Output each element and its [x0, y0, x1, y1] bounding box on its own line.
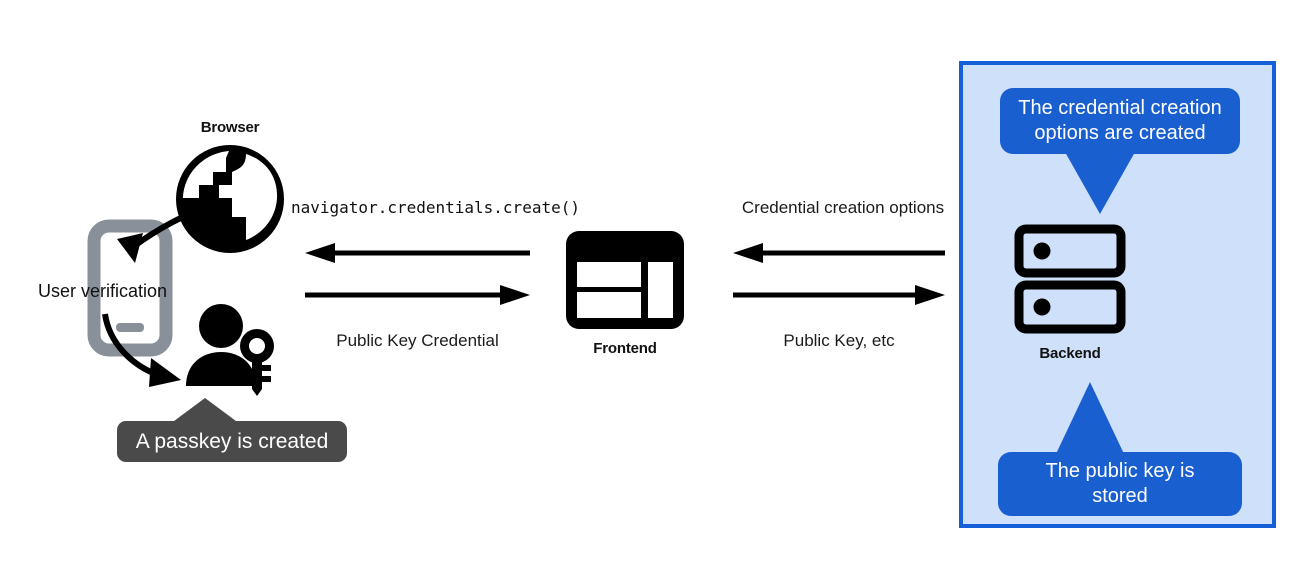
callout-top-line2: options are created: [1034, 122, 1206, 144]
callout-top-pointer: [1065, 152, 1135, 214]
flow-label-public-key-etc: Public Key, etc: [783, 331, 895, 350]
arrow-frontend-to-browser: [305, 243, 530, 263]
tooltip-passkey-created: A passkey is created: [117, 421, 347, 462]
callout-credential-creation-options: The credential creation options are crea…: [1000, 88, 1240, 154]
arrow-browser-to-frontend: [305, 285, 530, 305]
callout-top-line1: The credential creation: [1018, 97, 1222, 120]
tooltip-pointer: [170, 398, 240, 424]
callout-bottom-pointer: [1055, 382, 1125, 456]
smartphone-icon: [87, 219, 173, 357]
callout-bottom-line1: The public key is: [1045, 460, 1195, 483]
arrow-backend-to-frontend: [733, 243, 945, 263]
globe-icon: [176, 145, 284, 253]
callout-bottom-line2: stored: [1092, 485, 1148, 507]
browser-label: Browser: [200, 119, 260, 136]
flow-label-public-key-credential: Public Key Credential: [336, 331, 499, 350]
callout-public-key-stored: The public key is stored: [998, 452, 1242, 516]
flow-label-navigator-create: navigator.credentials.create(): [291, 198, 580, 217]
server-icon: [1014, 224, 1126, 334]
frontend-label: Frontend: [593, 340, 657, 357]
arrow-device-to-user: [102, 313, 181, 387]
user-verification-label: User verification: [38, 281, 168, 301]
flow-label-credential-creation-options: Credential creation options: [741, 198, 945, 217]
web-layout-icon: [566, 231, 684, 329]
backend-label: Backend: [1039, 345, 1101, 362]
user-with-key-icon: [186, 304, 274, 396]
arrow-browser-to-device: [117, 200, 218, 263]
arrow-frontend-to-backend: [733, 285, 945, 305]
tooltip-passkey-created-text: A passkey is created: [135, 429, 329, 453]
